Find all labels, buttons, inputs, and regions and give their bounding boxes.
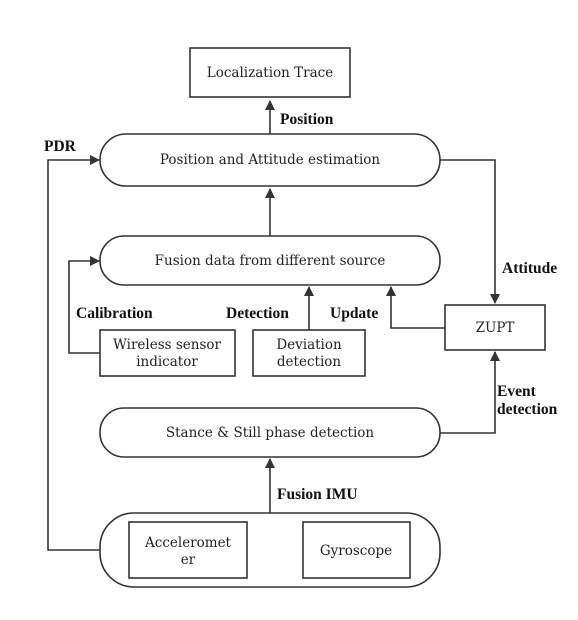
gyroscope-label: Gyroscope xyxy=(320,543,392,559)
event-detection-edge-label-line1: Event xyxy=(497,383,537,400)
edge-calibration xyxy=(68,256,100,354)
edge-attitude xyxy=(440,159,500,304)
calibration-edge-label: Calibration xyxy=(76,305,153,322)
deviation-detection-label-line2: detection xyxy=(277,354,341,370)
fusion-data-label: Fusion data from different source xyxy=(155,253,386,269)
localization-trace-label: Localization Trace xyxy=(207,65,333,81)
edge-pdr xyxy=(47,155,100,551)
localization-trace-node: Localization Trace xyxy=(189,47,351,98)
position-attitude-node: Position and Attitude estimation xyxy=(99,133,441,187)
update-edge-label: Update xyxy=(330,305,378,322)
wireless-sensor-node: Wireless sensor indicator xyxy=(99,329,236,377)
position-edge-label: Position xyxy=(280,111,334,128)
detection-edge-label: Detection xyxy=(226,305,289,322)
fusion-data-node: Fusion data from different source xyxy=(99,235,441,286)
accelerometer-node: Acceleromet er xyxy=(128,521,248,579)
pdr-edge-label: PDR xyxy=(44,138,77,155)
attitude-edge-label: Attitude xyxy=(502,260,557,277)
edge-update xyxy=(386,286,445,329)
event-detection-edge-label-line2: detection xyxy=(497,401,558,418)
deviation-detection-node: Deviation detection xyxy=(252,329,366,377)
position-attitude-label: Position and Attitude estimation xyxy=(160,152,381,168)
zupt-label: ZUPT xyxy=(476,320,515,336)
fusion-imu-edge-label: Fusion IMU xyxy=(277,486,358,503)
accelerometer-label-line2: er xyxy=(181,552,196,568)
accelerometer-label-line1: Acceleromet xyxy=(144,535,232,551)
zupt-node: ZUPT xyxy=(444,304,546,351)
wireless-sensor-label-line1: Wireless sensor xyxy=(113,337,222,353)
gyroscope-node: Gyroscope xyxy=(302,521,411,579)
stance-still-node: Stance & Still phase detection xyxy=(99,407,441,458)
stance-still-label: Stance & Still phase detection xyxy=(166,425,375,441)
deviation-detection-label-line1: Deviation xyxy=(276,337,342,353)
wireless-sensor-label-line2: indicator xyxy=(136,354,198,370)
edge-event-detection xyxy=(440,351,500,434)
